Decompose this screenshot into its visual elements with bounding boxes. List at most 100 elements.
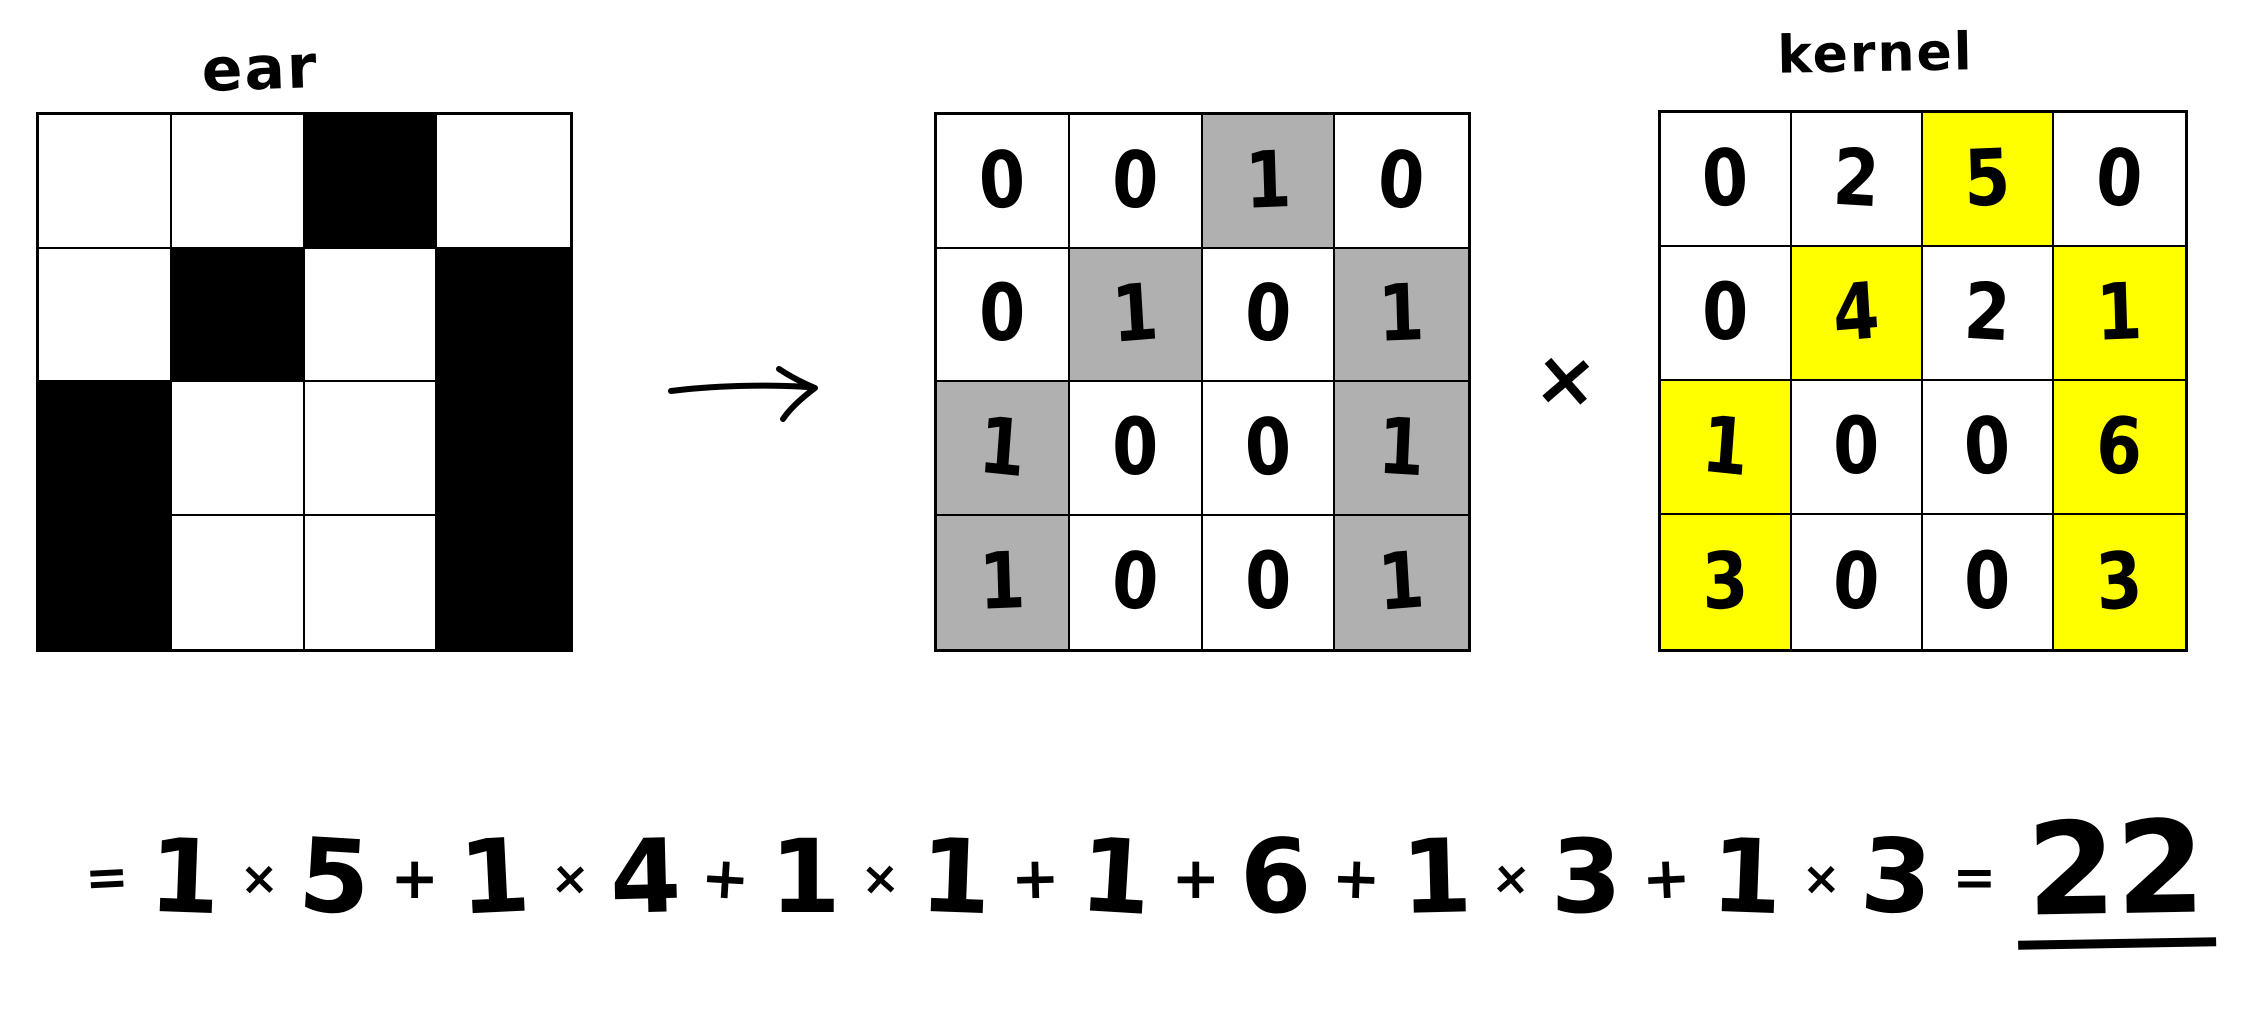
equation-token: × [859,850,901,906]
cell-value: 1 [976,400,1029,495]
ear-grid-cell-r0c0 [39,115,172,249]
equation-token: 1 [456,816,534,939]
equation-token: 1 [146,816,223,939]
binary-grid-cell-r3c0: 1 [937,515,1070,649]
binary-grid-cell-r0c0: 0 [937,115,1070,249]
binary-grid-cell-r0c3: 0 [1335,115,1468,249]
cell-value: 0 [1830,534,1883,630]
kernel-grid-cell-r3c3: 3 [2054,515,2185,649]
equation-token: 1 [1399,817,1474,938]
kernel-grid-cell-r2c0: 1 [1661,381,1792,515]
ear-grid-cell-r2c2 [304,382,438,516]
equation-token: 5 [295,815,374,940]
kernel-grid-cell-r3c1: 0 [1792,515,1923,649]
cell-value: 0 [1699,132,1752,226]
ear-grid-cell-r1c1 [171,248,305,382]
cell-value: 6 [2094,400,2145,494]
cell-value: 0 [1833,402,1880,492]
equation-token: 1 [769,818,841,937]
equation-token: 6 [1237,816,1315,939]
cell-value: 0 [979,269,1026,360]
cell-value: 1 [1375,535,1428,630]
equation-token: 3 [1857,815,1936,940]
equation-token: = [83,846,131,910]
cell-value: 1 [977,536,1027,629]
kernel-grid-cell-r0c1: 2 [1792,113,1923,247]
cell-value: 0 [976,133,1029,228]
cell-value: 0 [2093,131,2146,227]
cell-value: 2 [1831,132,1882,226]
kernel-grid-title: kernel [1776,22,1975,86]
binary-grid-cell-r1c0: 0 [937,248,1070,382]
equation-token: × [1490,849,1533,907]
ear-grid-title: ear [200,31,320,107]
equation-token: 1 [917,816,994,939]
cell-value: 0 [1242,400,1294,495]
ear-grid [36,112,573,652]
cell-value: 0 [1112,402,1159,493]
binary-grid-cell-r2c2: 0 [1202,382,1336,516]
ear-grid-cell-r0c1 [171,115,305,249]
ear-grid-cell-r2c3 [437,382,570,516]
ear-grid-cell-r3c0 [39,515,172,649]
cell-value: 0 [1108,535,1162,630]
ear-grid-cell-r2c1 [171,382,305,516]
cell-value: 0 [1702,268,1749,358]
cell-value: 0 [1244,537,1291,628]
cell-value: 3 [2093,535,2146,629]
cell-value: 0 [1375,133,1428,228]
binary-grid-cell-r3c3: 1 [1335,515,1468,649]
cell-value: 0 [1110,134,1161,228]
ear-grid-cell-r2c0 [39,382,172,516]
kernel-grid-cell-r0c3: 0 [2054,113,2185,247]
right-arrow-icon [668,366,818,422]
equation-token: + [1640,842,1693,914]
equation-token: + [1171,844,1221,912]
cell-value: 0 [1964,537,2011,627]
equation-token: 1 [1709,816,1785,939]
equation-token: + [698,842,752,914]
kernel-grid-cell-r1c2: 2 [1923,247,2054,381]
ear-grid-cell-r3c1 [171,515,305,649]
cell-value: 1 [2095,267,2144,359]
equation-token: + [1330,843,1382,913]
kernel-grid-cell-r0c2: 5 [1923,113,2054,247]
equation-token: 3 [1550,818,1622,937]
cell-value: 0 [1961,400,2014,494]
equation-token: + [390,844,440,912]
equation-result: 22 [2015,793,2216,950]
ear-grid-cell-r0c3 [437,115,570,249]
cell-value: 1 [1377,268,1427,361]
ear-grid-cell-r1c2 [304,248,438,382]
kernel-grid-cell-r2c1: 0 [1792,381,1923,515]
binary-grid-cell-r2c3: 1 [1335,382,1468,516]
cell-value: 1 [1699,399,1752,495]
cell-value: 3 [1701,536,1750,628]
binary-grid-cell-r1c3: 1 [1335,248,1468,382]
kernel-grid-cell-r1c3: 1 [2054,247,2185,381]
cell-value: 0 [1242,267,1293,361]
kernel-grid-cell-r1c1: 4 [1792,247,1923,381]
equation-token: × [239,850,280,906]
cell-value: 2 [1962,266,2013,360]
kernel-grid-cell-r0c0: 0 [1661,113,1792,247]
binary-grid-cell-r1c1: 1 [1069,248,1203,382]
ear-grid-cell-r1c0 [39,248,172,382]
cell-value: 4 [1830,266,1883,360]
kernel-grid-cell-r2c2: 0 [1923,381,2054,515]
binary-grid-cell-r3c1: 0 [1069,515,1203,649]
kernel-grid-cell-r3c2: 0 [1923,515,2054,649]
equation-token: × [1801,850,1842,906]
binary-grid-cell-r0c2: 1 [1202,115,1336,249]
cell-value: 1 [1243,134,1293,227]
binary-grid-cell-r2c0: 1 [937,382,1070,516]
equation-token: 1 [1076,815,1155,940]
ear-grid-cell-r0c2 [304,115,438,249]
kernel-grid-cell-r3c0: 3 [1661,515,1792,649]
ear-grid-cell-r1c3 [437,248,570,382]
cell-value: 1 [1109,267,1161,362]
multiply-icon: × [1531,331,1601,425]
